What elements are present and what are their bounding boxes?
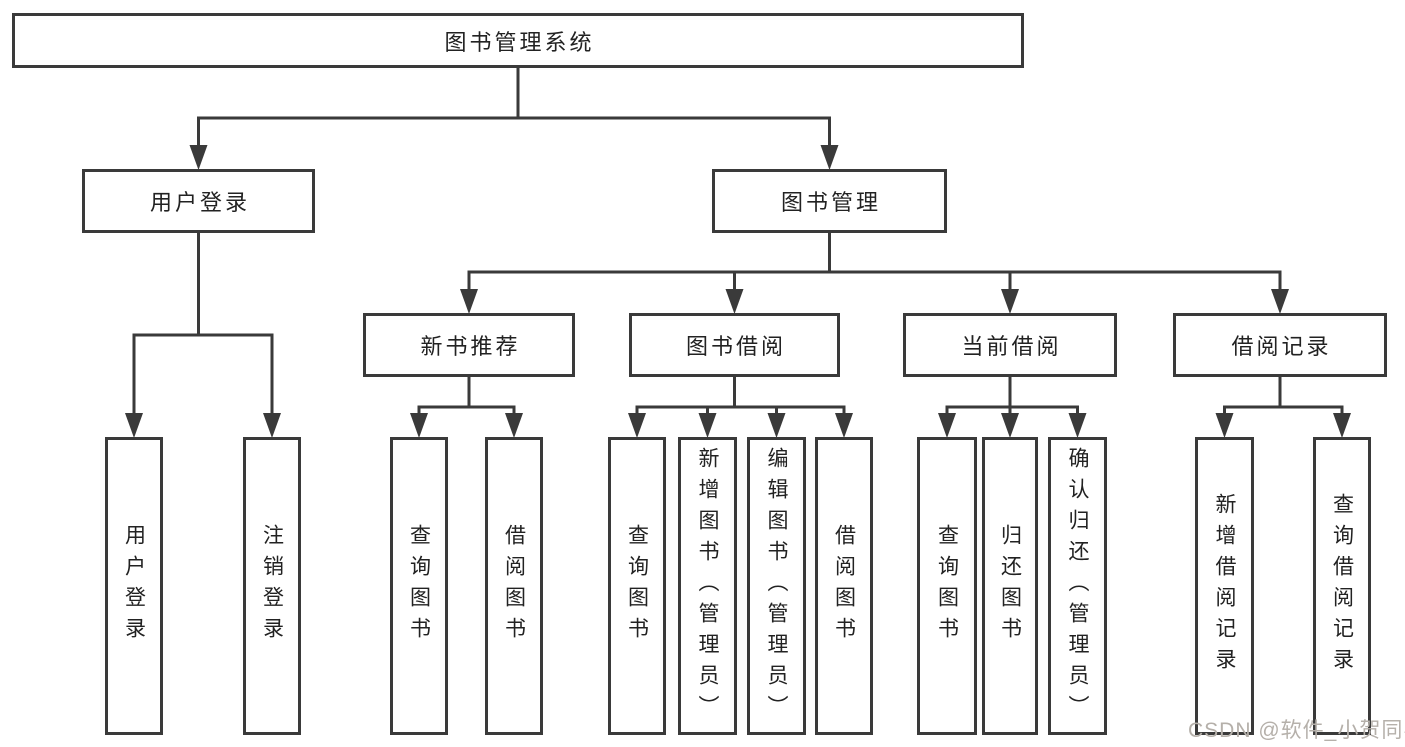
connector-arrowhead <box>410 413 428 438</box>
node-br-add-record: 新增借阅记录 <box>1195 437 1254 735</box>
node-label: 查询图书 <box>935 524 959 648</box>
node-user-login: 用户登录 <box>82 169 315 233</box>
node-cb-query-book: 查询图书 <box>917 437 977 735</box>
connector-arrowhead <box>725 289 744 314</box>
node-label: 查询借阅记录 <box>1330 493 1354 679</box>
connector-arrowhead <box>460 289 478 314</box>
node-new-book-rec: 新书推荐 <box>363 313 575 377</box>
node-label: 借阅图书 <box>502 524 526 648</box>
node-label: 新书推荐 <box>420 334 521 359</box>
node-label: 借阅图书 <box>832 524 856 648</box>
connector-arrowhead <box>1068 413 1087 438</box>
node-label: 查询图书 <box>625 524 649 648</box>
node-login: 用户登录 <box>105 437 163 735</box>
node-label: 用户登录 <box>149 190 250 215</box>
node-label: 新增图书（管理员） <box>696 446 719 726</box>
node-cb-confirm-return: 确认归还（管理员） <box>1048 437 1107 735</box>
connector-arrowhead <box>1271 289 1289 314</box>
connector-arrowhead <box>1215 413 1234 438</box>
connector-arrowhead <box>698 413 717 438</box>
node-bb-edit-book: 编辑图书（管理员） <box>747 437 806 735</box>
node-nbr-borrow-book: 借阅图书 <box>485 437 543 735</box>
node-label: 编辑图书（管理员） <box>765 446 788 726</box>
node-br-query-record: 查询借阅记录 <box>1313 437 1371 735</box>
connector-arrowhead <box>767 413 786 438</box>
node-logout: 注销登录 <box>243 437 301 735</box>
node-book-borrow: 图书借阅 <box>629 313 840 377</box>
node-nbr-query-book: 查询图书 <box>390 437 448 735</box>
connector-arrowhead <box>1001 413 1019 438</box>
node-label: 新增借阅记录 <box>1213 493 1236 679</box>
node-label: 确认归还（管理员） <box>1066 446 1089 726</box>
node-label: 归还图书 <box>998 524 1022 648</box>
node-label: 借阅记录 <box>1231 334 1332 359</box>
node-current-borrow: 当前借阅 <box>903 313 1117 377</box>
node-borrow-record: 借阅记录 <box>1173 313 1387 377</box>
connector-arrowhead <box>189 145 208 170</box>
connector-arrowhead <box>1001 289 1019 314</box>
connector-arrowhead <box>1333 413 1351 438</box>
connector-arrowhead <box>820 145 839 170</box>
connector-arrowhead <box>835 413 853 438</box>
node-cb-return-book: 归还图书 <box>982 437 1038 735</box>
connector-arrowhead <box>125 413 143 438</box>
connector-arrowhead <box>938 413 956 438</box>
node-bb-query-book: 查询图书 <box>608 437 666 735</box>
connector-arrowhead <box>505 413 523 438</box>
node-label: 注销登录 <box>260 524 284 648</box>
node-label: 图书管理 <box>780 190 881 215</box>
node-label: 图书借阅 <box>685 334 786 359</box>
node-bb-borrow-book: 借阅图书 <box>815 437 873 735</box>
connector-arrowhead <box>263 413 281 438</box>
connector-arrowhead <box>628 413 646 438</box>
node-label: 用户登录 <box>122 524 146 648</box>
node-label: 查询图书 <box>407 524 431 648</box>
node-bb-add-book: 新增图书（管理员） <box>678 437 737 735</box>
node-book-mgmt: 图书管理 <box>712 169 947 233</box>
node-label: 当前借阅 <box>961 334 1062 359</box>
node-root: 图书管理系统 <box>12 13 1024 68</box>
node-label: 图书管理系统 <box>444 29 595 55</box>
